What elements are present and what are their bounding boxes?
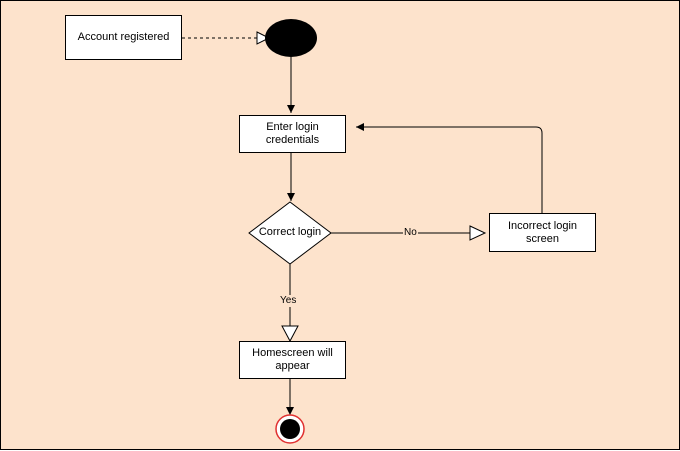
edge-retry-loop bbox=[356, 123, 543, 213]
account-registered-node: Account registered bbox=[65, 15, 182, 60]
hollow-arrowhead bbox=[256, 31, 271, 45]
enter-login-node: Enter login credentials bbox=[239, 115, 346, 153]
hollow-arrowhead-no bbox=[469, 225, 487, 241]
initial-node bbox=[265, 19, 317, 57]
homescreen-node: Homescreen will appear bbox=[239, 341, 346, 379]
edge-label-yes: Yes bbox=[279, 295, 298, 307]
incorrect-login-node: Incorrect login screen bbox=[489, 213, 596, 252]
decision-label: Correct login bbox=[258, 226, 322, 238]
hollow-arrowhead-yes bbox=[281, 325, 299, 343]
final-node-core bbox=[280, 419, 300, 439]
edge-label-no: No bbox=[403, 227, 418, 239]
